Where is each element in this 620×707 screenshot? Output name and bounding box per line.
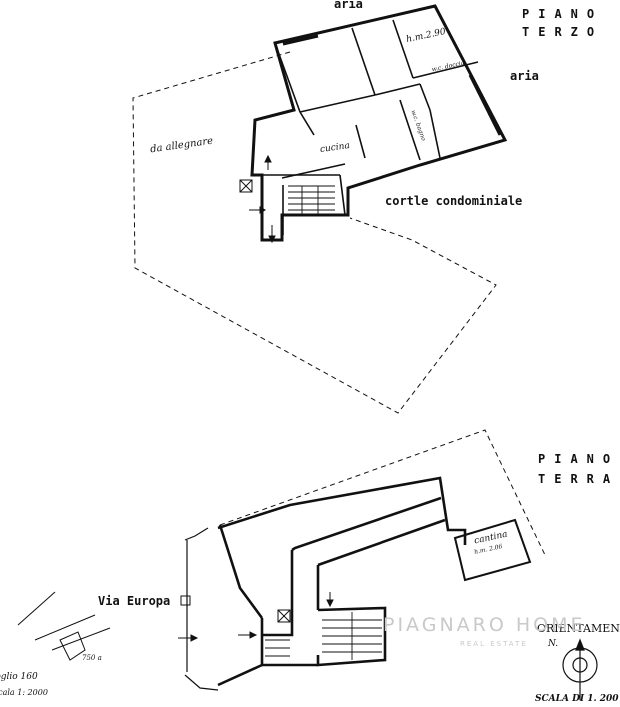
lower-lift	[180, 595, 291, 623]
floor-label-terra-line2: TERRA	[538, 472, 620, 486]
upper-lift	[239, 179, 253, 193]
courtyard-label: cortle condominiale	[385, 194, 523, 208]
floor-label-terzo-line2: TERZO	[522, 25, 604, 39]
cadastral-sheet-label: foglio 160	[0, 672, 38, 682]
lower-lot-boundary	[219, 429, 546, 556]
upper-apartment-walls	[250, 4, 508, 242]
upper-interior-walls	[262, 19, 479, 235]
upper-lot-boundary	[132, 51, 497, 414]
cadastral-parcel-label: 750 a	[82, 654, 102, 662]
watermark-brand: PIAGNARO HOME	[383, 614, 586, 636]
cadastral-scale-label: scala 1: 2000	[0, 688, 48, 697]
street-label: Via Europa	[98, 594, 171, 608]
upper-stair-treads	[288, 185, 335, 217]
floor-label-terzo-line1: PIANO	[522, 7, 604, 21]
floor-label-terra-line1: PIANO	[538, 452, 620, 466]
lower-building-walls	[217, 476, 467, 687]
aria-right-label: aria	[510, 69, 539, 83]
north-label: N.	[548, 639, 559, 649]
lower-arrows	[178, 592, 334, 642]
street-edge	[184, 527, 219, 691]
compass-icon	[562, 638, 598, 700]
cellar-room	[453, 518, 532, 582]
cadastral-sketch	[17, 591, 111, 661]
orientation-title: ORIENTAMENTO	[537, 622, 620, 635]
lower-stair-treads	[265, 612, 382, 660]
aria-top-label: aria	[334, 0, 363, 11]
orientation-scale-label: SCALA DI 1. 200	[535, 694, 619, 704]
watermark-subtitle: REAL ESTATE	[460, 640, 528, 648]
upper-balconies	[282, 34, 502, 136]
upper-arrows	[249, 154, 276, 244]
